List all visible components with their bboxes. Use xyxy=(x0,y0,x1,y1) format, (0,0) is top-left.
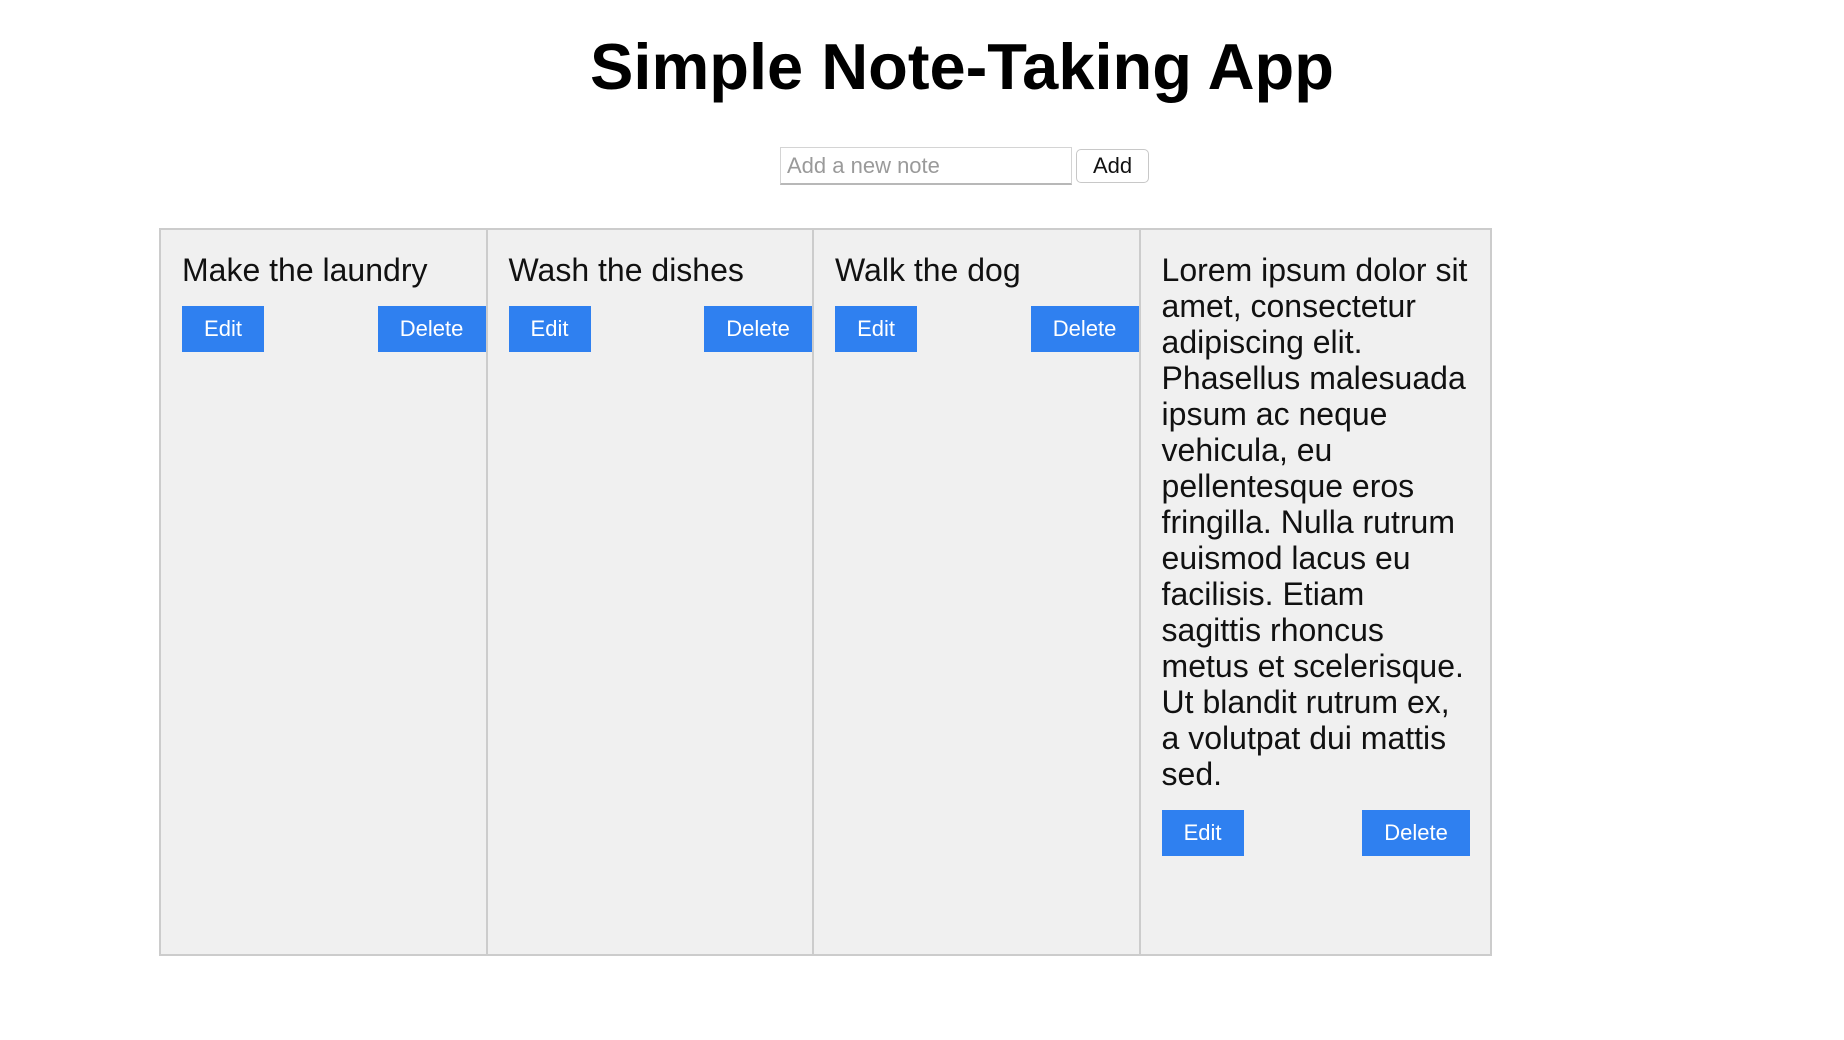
delete-button[interactable]: Delete xyxy=(704,306,813,352)
new-note-input[interactable] xyxy=(780,147,1072,185)
delete-button[interactable]: Delete xyxy=(377,306,486,352)
note-actions: Edit Delete xyxy=(1161,810,1490,856)
delete-button[interactable]: Delete xyxy=(1030,306,1139,352)
note-text: Walk the dog xyxy=(835,252,1021,288)
note-card: Walk the dog Edit Delete xyxy=(814,230,1141,954)
page-title: Simple Note-Taking App xyxy=(590,30,1334,103)
note-card: Lorem ipsum dolor sit amet, consectetur … xyxy=(1140,230,1491,954)
delete-button[interactable]: Delete xyxy=(1362,810,1471,856)
edit-button[interactable]: Edit xyxy=(835,306,918,352)
notes-board: Make the laundry Edit Delete Wash the di… xyxy=(159,228,1492,956)
note-text: Make the laundry xyxy=(182,252,428,288)
add-note-form: Add xyxy=(780,147,1150,185)
note-text: Wash the dishes xyxy=(508,252,744,288)
add-button[interactable]: Add xyxy=(1076,149,1150,183)
note-actions: Edit Delete xyxy=(508,306,813,352)
note-actions: Edit Delete xyxy=(835,306,1139,352)
edit-button[interactable]: Edit xyxy=(508,306,591,352)
note-card: Wash the dishes Edit Delete xyxy=(487,230,815,954)
note-card: Make the laundry Edit Delete xyxy=(161,230,488,954)
note-actions: Edit Delete xyxy=(182,306,486,352)
edit-button[interactable]: Edit xyxy=(182,306,264,352)
note-text: Lorem ipsum dolor sit amet, consectetur … xyxy=(1161,252,1477,792)
edit-button[interactable]: Edit xyxy=(1161,810,1244,856)
